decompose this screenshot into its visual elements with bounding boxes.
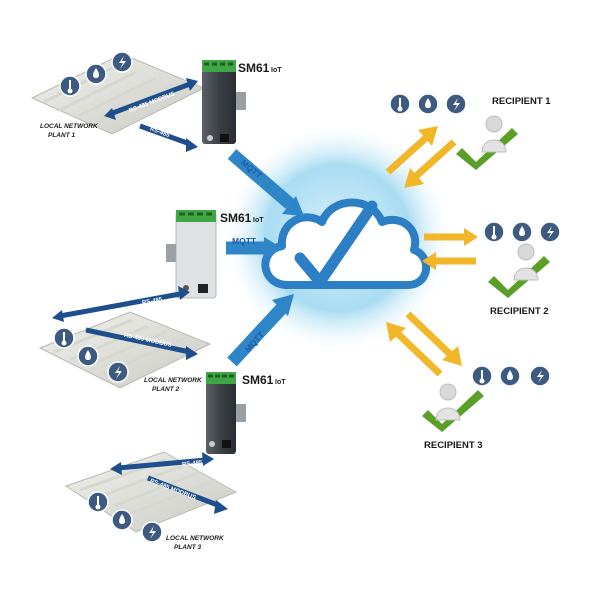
- recipient-3: RECIPIENT 3: [422, 365, 551, 451]
- device-2: SM61 IoT: [166, 210, 264, 299]
- mqtt-arrow-2: MQTT: [226, 236, 282, 259]
- recipient-3-link: [386, 311, 462, 377]
- plant-label: PLANT 1: [48, 132, 75, 139]
- mqtt-label: MQTT: [232, 236, 257, 246]
- device-title: SM61: [220, 211, 252, 225]
- recipient-2-link: [422, 228, 478, 270]
- device-3: SM61 IoT: [206, 372, 286, 454]
- plant-label: PLANT 2: [152, 386, 179, 393]
- metric-icons: [59, 51, 133, 97]
- plant-label: LOCAL NETWORK: [144, 377, 203, 384]
- device-subtitle: IoT: [271, 67, 282, 74]
- plant-2: RS-485 RS-485 MODBUS LOCAL NETWORK PLANT…: [38, 286, 212, 393]
- recipient-label: RECIPIENT 3: [424, 440, 483, 451]
- recipient-1-link: [385, 126, 457, 188]
- plant-label: PLANT 3: [174, 544, 201, 551]
- bus-label: RS-485: [182, 460, 204, 468]
- device-subtitle: IoT: [275, 379, 286, 386]
- person-check-icon: [456, 115, 518, 170]
- metric-icons: [87, 491, 163, 543]
- person-check-icon: [488, 243, 550, 298]
- plant-label: LOCAL NETWORK: [40, 123, 99, 130]
- metric-icons: [389, 93, 467, 115]
- check-icon: [294, 200, 378, 288]
- bus-label: RS-485: [149, 126, 171, 139]
- metric-icons: [53, 327, 129, 383]
- bus-arrow: RS-485 RS-485 MODBUS: [110, 452, 228, 514]
- plant-label: LOCAL NETWORK: [166, 535, 225, 542]
- recipient-2: RECIPIENT 2: [483, 221, 561, 317]
- person-check-icon: [422, 383, 484, 432]
- cloud-icon: [261, 198, 431, 289]
- metric-icons: [471, 365, 551, 387]
- device-1: SM61 IoT: [202, 60, 282, 144]
- plant-3: RS-485 RS-485 MODBUS LOCAL NETWORK PLANT…: [64, 451, 238, 551]
- device-title: SM61: [242, 373, 274, 387]
- bus-label: RS-485: [142, 297, 164, 307]
- recipient-1: RECIPIENT 1: [389, 93, 551, 170]
- plant-1: RS-485 MODBUS RS-485 LOCAL NETWORK PLANT…: [30, 51, 206, 152]
- metric-icons: [483, 221, 561, 243]
- recipient-label: RECIPIENT 2: [490, 306, 549, 317]
- device-title: SM61: [238, 61, 270, 75]
- device-subtitle: IoT: [253, 217, 264, 224]
- recipient-label: RECIPIENT 1: [492, 96, 551, 107]
